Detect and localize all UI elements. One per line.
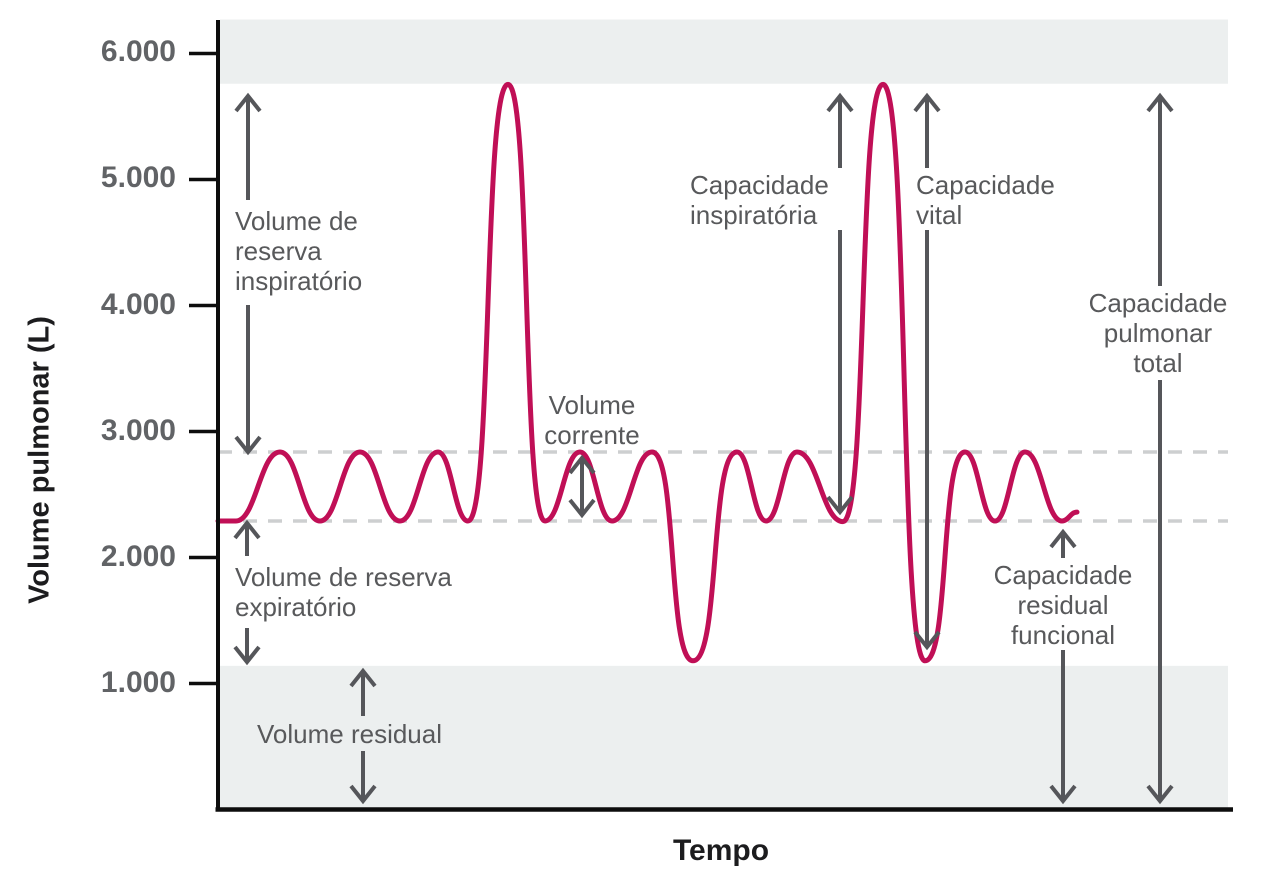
label-capacidade-vital: Capacidade vital xyxy=(916,170,1055,230)
vr-arrow-up xyxy=(349,667,377,716)
label-volume-corrente: Volume corrente xyxy=(544,390,639,450)
vc-arrow xyxy=(568,454,596,519)
label-line: Volume de xyxy=(235,206,358,236)
label-volume-residual: Volume residual xyxy=(257,719,442,749)
vre-arrow-down xyxy=(233,628,261,666)
label-line: inspiratória xyxy=(690,200,818,230)
label-line: Capacidade xyxy=(993,560,1133,590)
lower-shaded-band xyxy=(220,665,1228,810)
y-tick-label-2000: 2.000 xyxy=(100,540,176,573)
label-capacidade-inspiratoria: Capacidade inspiratória xyxy=(690,170,829,230)
label-line: expiratório xyxy=(235,592,357,622)
label-line: Capacidade xyxy=(916,170,1055,200)
cpt-arrow-bottom xyxy=(1146,380,1174,805)
label-line: corrente xyxy=(544,420,640,450)
label-line: Volume de reserva xyxy=(235,562,452,592)
label-line: residual xyxy=(1017,590,1109,620)
label-volume-reserva-inspiratorio: Volume de reserva inspiratório xyxy=(235,206,362,296)
cv-arrow-top xyxy=(913,92,941,168)
label-line: Volume xyxy=(548,390,636,420)
label-line: Capacidade xyxy=(690,170,829,200)
label-line: inspiratório xyxy=(235,266,363,296)
y-tick-label-5000: 5.000 xyxy=(100,161,176,194)
y-tick-label-3000: 3.000 xyxy=(100,414,176,447)
label-line: funcional xyxy=(1010,620,1116,650)
crf-arrow-bottom xyxy=(1049,650,1077,805)
label-capacidade-residual-funcional: Capacidade residual funcional xyxy=(994,560,1133,650)
spirogram-curve xyxy=(215,81,1080,664)
label-line: total xyxy=(1133,348,1183,378)
label-volume-reserva-expiratorio: Volume de reserva expiratório xyxy=(235,562,452,622)
label-line: pulmonar xyxy=(1103,318,1213,348)
vre-arrow-up xyxy=(233,519,261,556)
cpt-arrow-top xyxy=(1146,92,1174,286)
ci-arrow-top xyxy=(826,92,854,168)
y-tick-label-1000: 1.000 xyxy=(100,666,176,699)
vr-arrow-down xyxy=(349,751,377,805)
ci-arrow-bottom xyxy=(826,230,854,516)
y-tick-label-6000: 6.000 xyxy=(100,35,176,68)
label-line: Capacidade xyxy=(1088,288,1228,318)
label-line: reserva xyxy=(235,236,322,266)
crf-arrow-top xyxy=(1049,528,1077,558)
cv-arrow-bottom xyxy=(913,230,941,651)
label-capacidade-pulmonar-total: Capacidade pulmonar total xyxy=(1089,288,1228,378)
upper-shaded-band xyxy=(220,19,1228,84)
vri-arrow-up xyxy=(234,92,262,200)
y-tick-label-4000: 4.000 xyxy=(100,288,176,321)
label-line: vital xyxy=(916,200,963,230)
vri-arrow-down xyxy=(234,305,262,456)
x-axis-title: Tempo xyxy=(672,834,770,867)
label-line: Volume residual xyxy=(257,719,442,749)
